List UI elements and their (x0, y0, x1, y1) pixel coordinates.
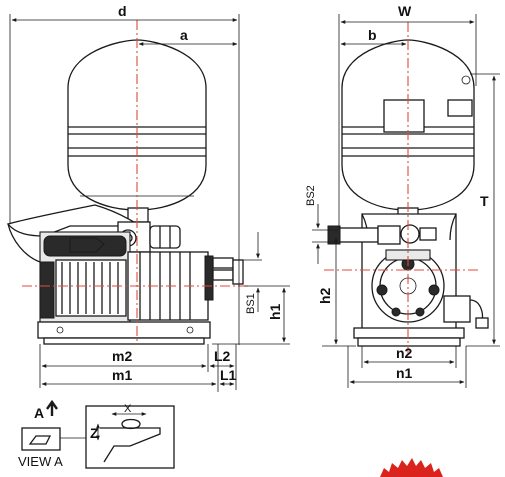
dim-h1: h1 (212, 285, 290, 345)
view-a-small-part: VIEW A (18, 427, 63, 469)
label-m1: m1 (112, 367, 132, 383)
label-view-a: VIEW A (18, 454, 63, 469)
label-z: Z (90, 425, 99, 441)
view-a-arrow: A (34, 399, 58, 421)
label-a-arrow: A (34, 405, 44, 421)
front-fittings (443, 295, 489, 329)
label-x: X (124, 403, 132, 415)
label-t: T (480, 193, 489, 209)
label-l2: L2 (214, 348, 231, 364)
dim-t: T (466, 73, 500, 347)
label-m2: m2 (112, 348, 132, 364)
dim-bs1: BS1 (240, 232, 262, 314)
label-d: d (118, 3, 127, 19)
front-pump-face (371, 249, 445, 323)
dim-n2: n2 (361, 345, 457, 368)
dim-bs2: BS2 (305, 185, 338, 264)
side-motor (39, 231, 131, 323)
red-seal-badge (380, 458, 443, 477)
view-a-detail: X Z (85, 403, 175, 469)
dim-w: W (338, 3, 477, 228)
label-n2: n2 (396, 345, 413, 361)
label-b: b (368, 27, 377, 43)
view-a: A VIEW A X Z (18, 399, 175, 469)
front-valve (327, 224, 437, 245)
label-l1: L1 (220, 367, 237, 383)
label-h1: h1 (267, 303, 283, 320)
dim-d: d (9, 3, 240, 345)
label-n1: n1 (396, 365, 413, 381)
dim-m2: m2 (39, 344, 209, 388)
label-a: a (180, 27, 188, 43)
dim-l1: L1 (219, 367, 237, 386)
dim-a: a (138, 27, 238, 46)
front-view: W b T BS2 h2 (305, 3, 500, 388)
dim-n1: n1 (347, 346, 467, 388)
side-shroud (6, 204, 143, 263)
dim-h2: h2 (317, 237, 356, 347)
label-w: W (398, 3, 412, 19)
dim-m1: m1 (41, 344, 219, 392)
label-bs2: BS2 (305, 185, 317, 206)
side-base-plate (37, 321, 211, 345)
dim-b: b (340, 27, 407, 46)
label-h2: h2 (317, 287, 333, 304)
label-bs1: BS1 (245, 293, 257, 314)
front-base (353, 327, 465, 347)
side-view: d a BS1 h1 m2 (6, 3, 290, 392)
